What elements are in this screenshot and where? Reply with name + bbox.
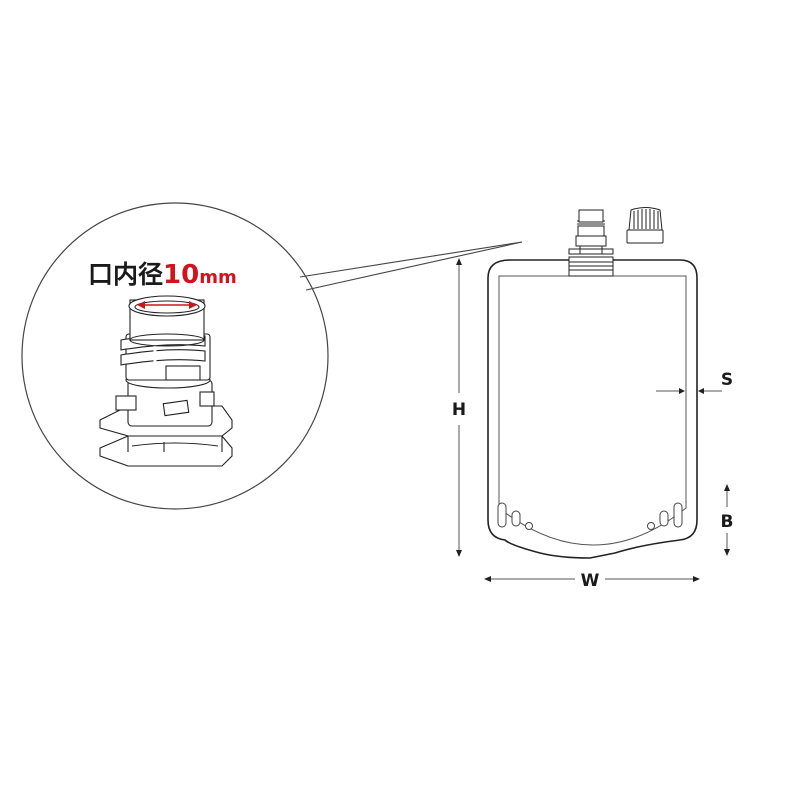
dimension-w-label: W [581,571,600,591]
dimension-h [456,258,462,557]
dimension-s-label: S [721,370,733,390]
dimension-w [484,576,700,582]
dimension-h-label: H [452,400,466,420]
inner-diameter-label: 口内径 [88,260,163,289]
diameter-arrow [137,301,197,309]
dimension-s [656,388,722,394]
pouch-outline [487,259,698,559]
spout-small [568,209,614,277]
dimension-b-label: B [721,512,734,532]
dimension-b [724,484,730,556]
magnifier-callout [21,202,523,510]
inner-diameter-unit: mm [199,267,237,288]
spout-enlarged [99,295,233,467]
inner-diameter-value: 10 [163,260,199,290]
cap [626,207,664,244]
inner-diameter-title: 口内径10mm [88,260,237,290]
